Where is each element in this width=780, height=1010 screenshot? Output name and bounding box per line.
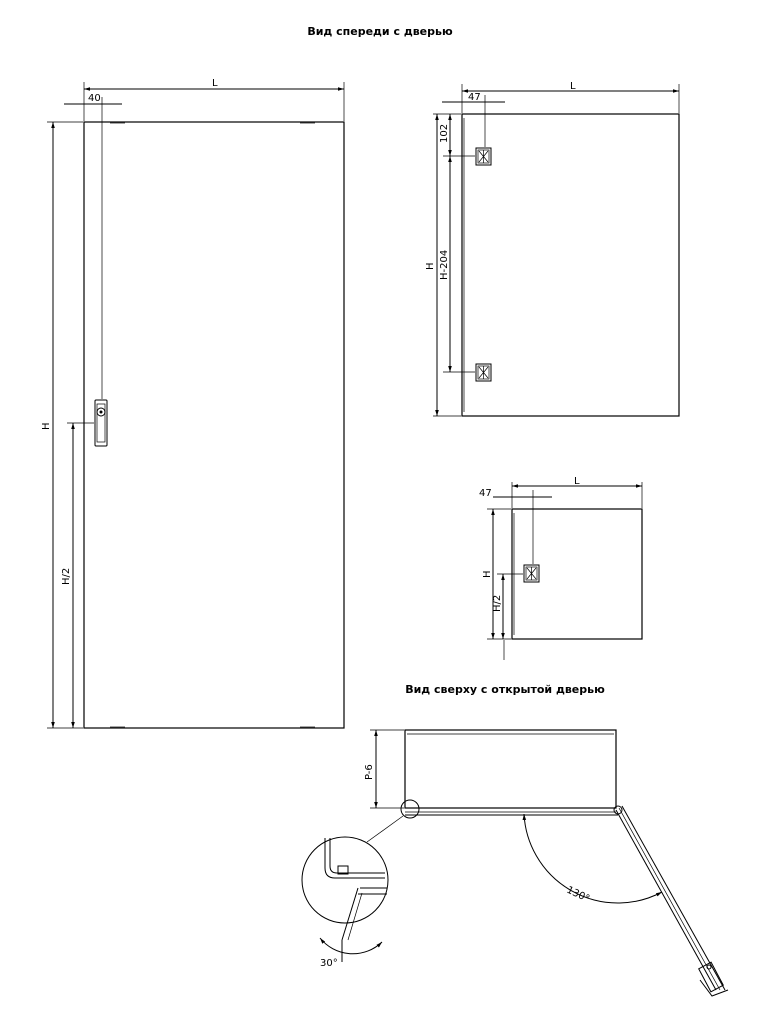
cabinet-top-view: P-6 130° 30° (301, 729, 729, 997)
depth-label: P-6 (364, 764, 375, 780)
small-cabinet-body (511, 508, 643, 640)
large-cabinet-front-view: L 40 H H/2 (41, 78, 345, 729)
medium-height-label: H (425, 262, 436, 270)
small-height-label: H (482, 570, 493, 578)
small-cabinet-front-view: L 47 H H/2 (479, 476, 643, 660)
hinge-detail: 30° (301, 836, 389, 969)
open-door (615, 805, 729, 997)
width-label: L (212, 78, 218, 89)
height-label: H (41, 422, 52, 430)
open-angle-label: 130° (565, 885, 591, 905)
medium-cabinet-body (461, 113, 680, 417)
medium-inner-height-label: H-204 (439, 250, 450, 280)
half-height-label: H/2 (61, 568, 72, 585)
lock-bottom-icon (475, 363, 492, 382)
small-half-height-label: H/2 (492, 595, 503, 612)
medium-width-label: L (570, 81, 576, 92)
top-view-title: Вид сверху с открытой дверью (405, 683, 605, 696)
medium-offset-label: 47 (468, 92, 481, 103)
large-cabinet-body (83, 121, 345, 729)
top-view-cabinet-body (404, 729, 617, 809)
lock-top-icon (475, 147, 492, 166)
door-lock-icon (94, 399, 108, 447)
lock-small-icon (523, 564, 540, 583)
detail-angle-label: 30° (320, 958, 338, 969)
open-angle-arc (522, 813, 663, 904)
offset-label: 40 (88, 93, 101, 104)
medium-cabinet-front-view: L 47 102 H H-204 (425, 81, 680, 417)
front-view-title: Вид спереди с дверью (307, 25, 453, 38)
medium-top-offset-label: 102 (439, 124, 450, 143)
small-offset-label: 47 (479, 488, 492, 499)
small-width-label: L (574, 476, 580, 487)
